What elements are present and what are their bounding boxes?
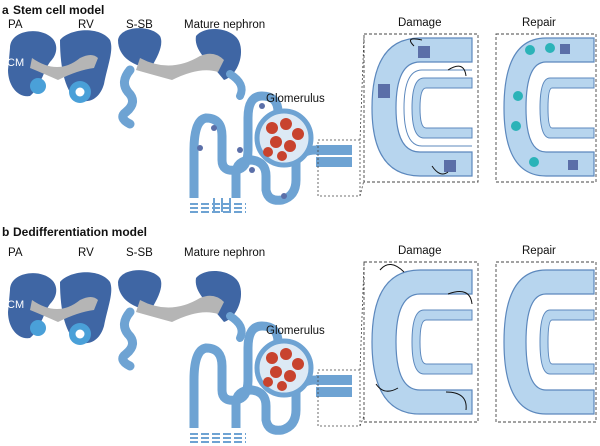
label-ssb-a: S-SB (126, 19, 153, 31)
damage-box-a: Damage (363, 17, 479, 183)
glomerulus-label-b: Glomerulus (266, 325, 325, 337)
damage-label-a: Damage (398, 17, 441, 29)
panel-a-title: Stem cell model (13, 3, 104, 17)
ssb-stage-b (118, 270, 246, 371)
label-mature-nephron-a: Mature nephron (184, 19, 265, 31)
label-ssb-b: S-SB (126, 247, 153, 259)
panel-a: a Stem cell model PA RV S-SB Mature neph… (2, 3, 597, 213)
cm-label-b: CM (7, 299, 24, 311)
label-mature-nephron-b: Mature nephron (184, 247, 265, 259)
glomerulus-b: Glomerulus (254, 325, 325, 398)
panel-b-title: Dedifferentiation model (13, 225, 147, 239)
glomerulus-label-a: Glomerulus (266, 93, 325, 105)
ssb-stage-a (118, 28, 246, 129)
pa-vesicle-a (30, 78, 46, 94)
repair-box-a: Repair (495, 17, 597, 183)
cm-label-a: CM (7, 57, 24, 69)
panel-a-letter: a (2, 3, 9, 17)
label-rv-a: RV (78, 19, 94, 31)
mature-nephron-b (189, 321, 352, 443)
panel-b: b Dedifferentiation model PA RV S-SB Mat… (2, 225, 597, 443)
panel-b-letter: b (2, 225, 9, 239)
damage-box-b: Damage (363, 245, 479, 423)
damage-label-b: Damage (398, 245, 441, 257)
label-pa-a: PA (8, 19, 23, 31)
repair-label-b: Repair (522, 245, 556, 257)
repair-box-b: Repair (495, 245, 597, 423)
glomerulus-a: Glomerulus (254, 93, 325, 168)
label-rv-b: RV (78, 247, 94, 259)
label-pa-b: PA (8, 247, 23, 259)
pa-rv-stage-a: CM (7, 30, 112, 103)
pa-rv-stage-b: CM (7, 272, 112, 345)
repair-label-a: Repair (522, 17, 556, 29)
glomerulus-capillaries-a (263, 118, 304, 161)
